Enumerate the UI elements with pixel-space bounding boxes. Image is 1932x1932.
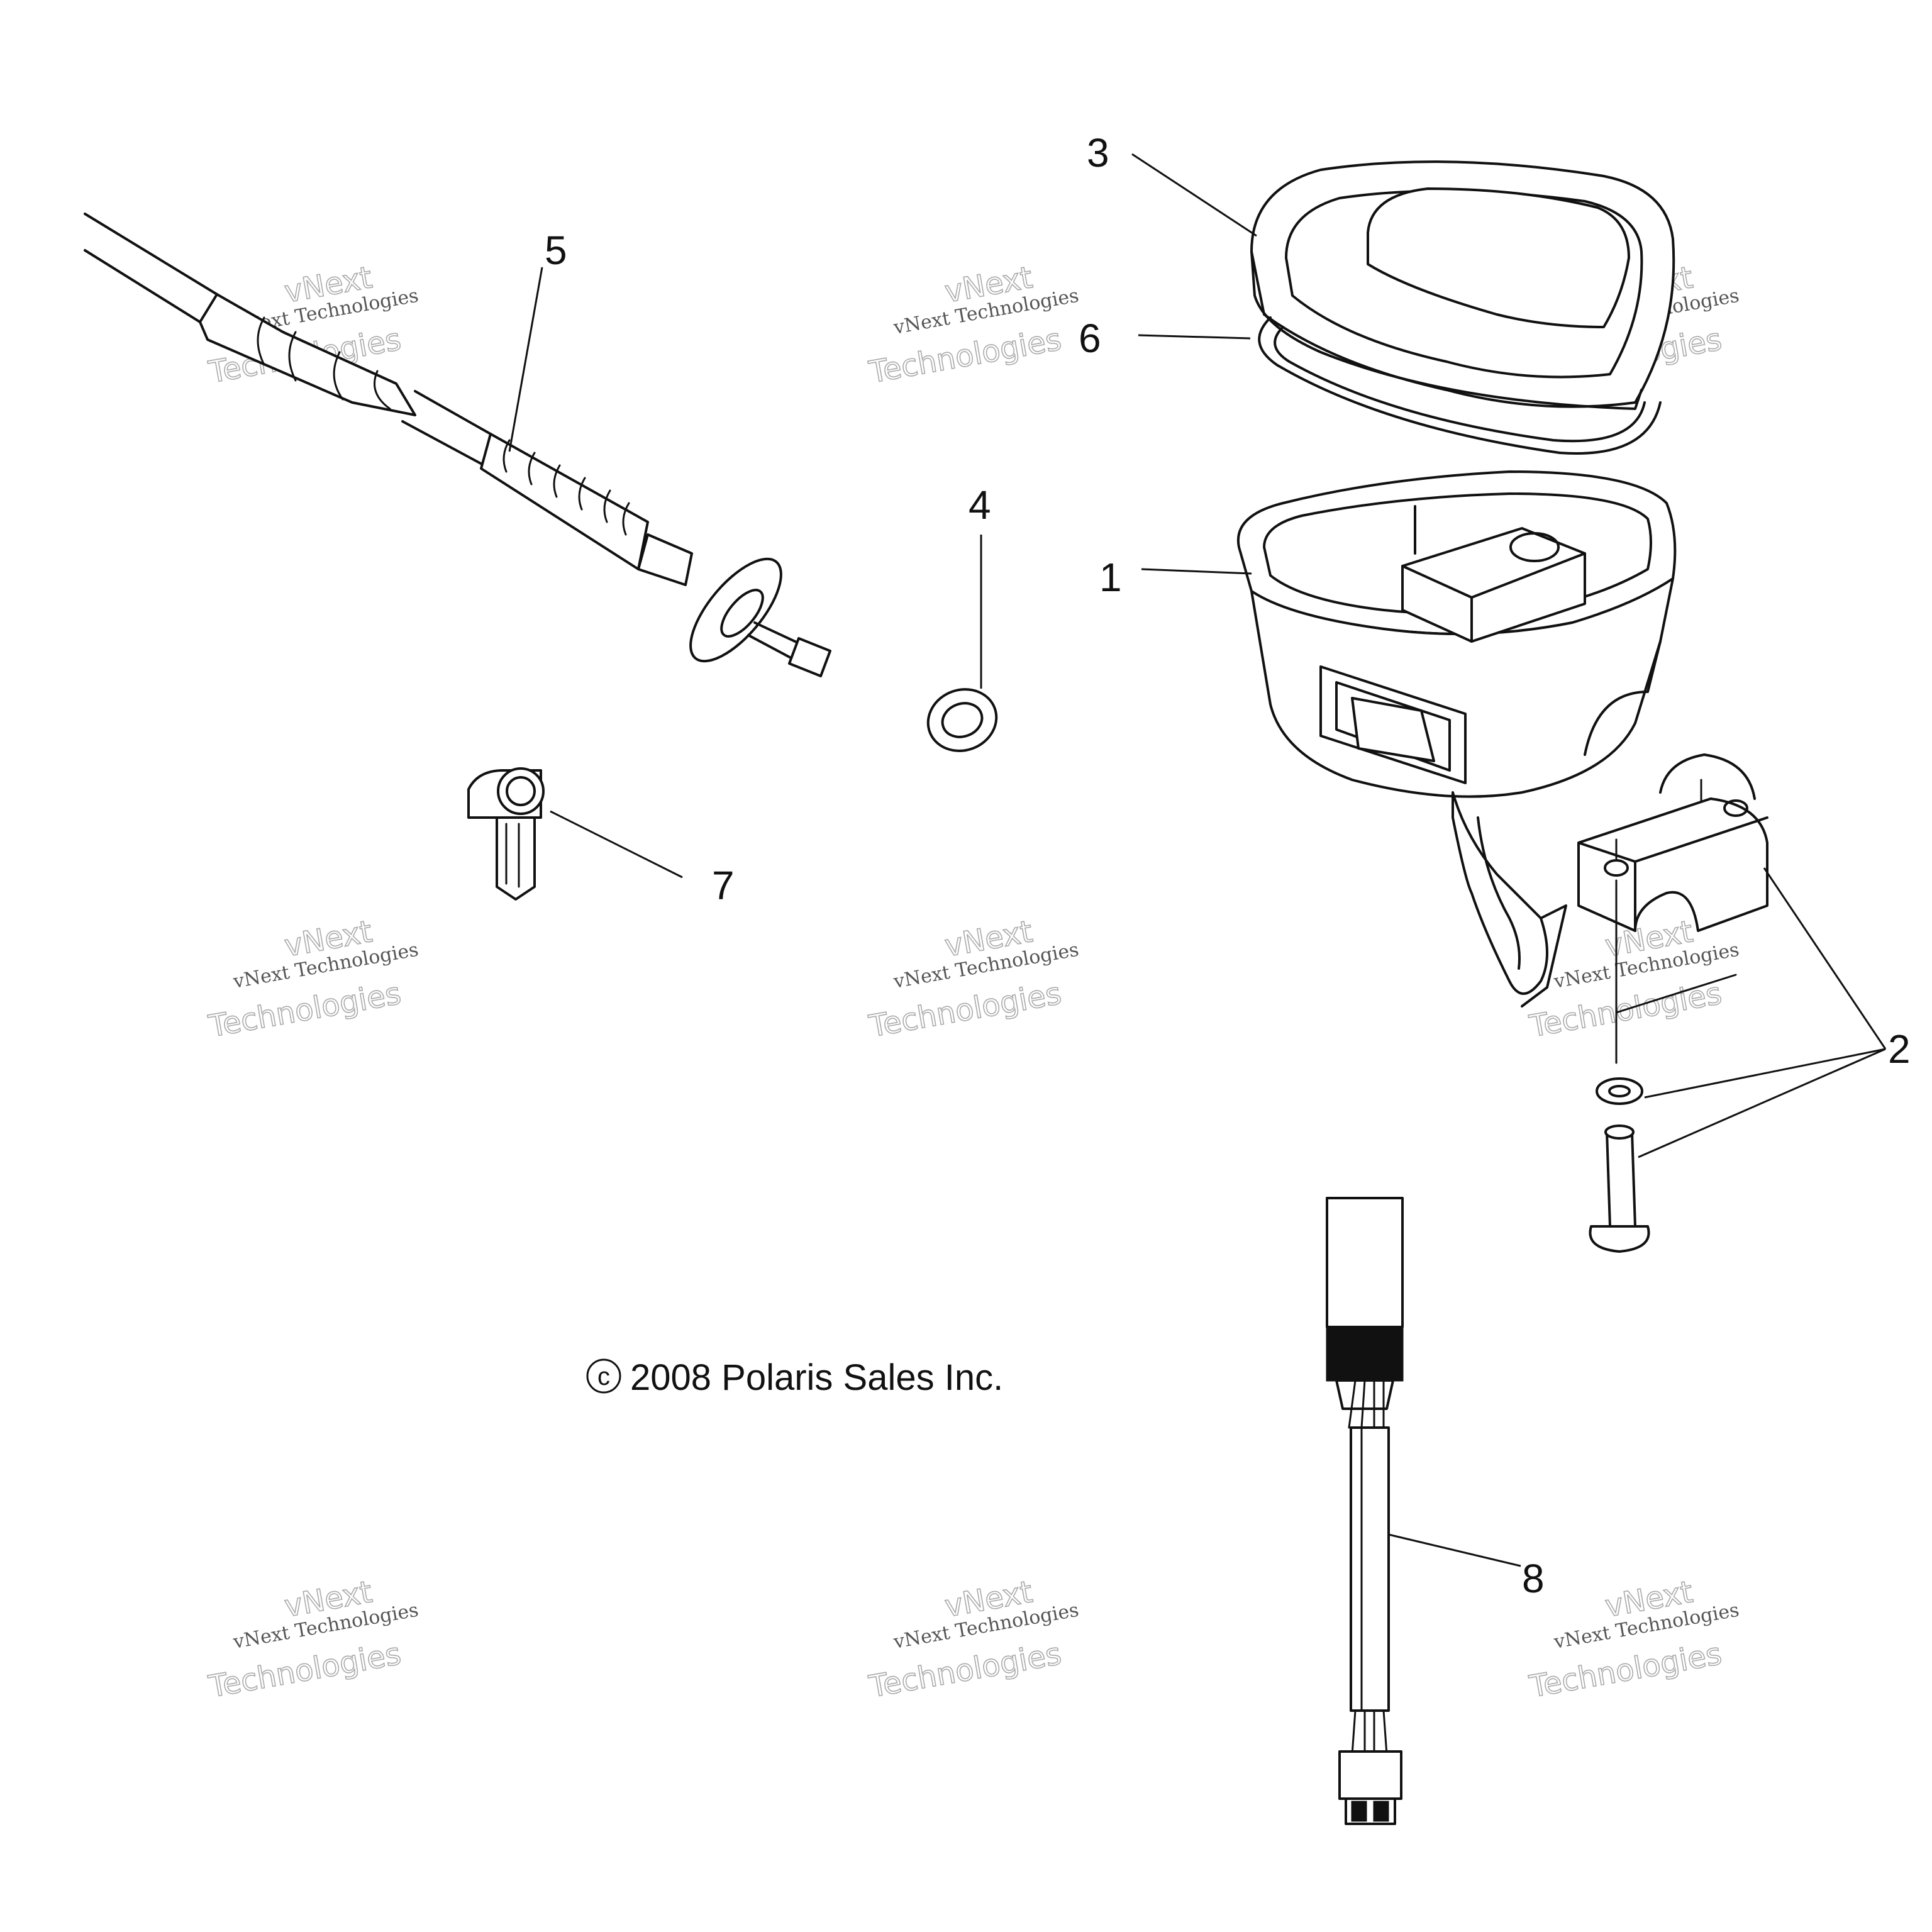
housing-gasket [1258, 316, 1662, 455]
ignition-key [467, 767, 545, 901]
copyright-symbol: c [597, 1363, 610, 1391]
watermark-bottom-right: vNext vNext Technologies Technologies [1526, 1574, 1741, 1705]
housing-cover [1250, 160, 1675, 410]
callout-7: 7 [712, 863, 735, 908]
throttle-cable [84, 213, 831, 677]
copyright-text: 2008 Polaris Sales Inc. [630, 1357, 1003, 1398]
callout-1: 1 [1099, 555, 1122, 600]
watermark-mid-left: vNext vNext Technologies Technologies [206, 913, 420, 1045]
wiring-harness [1326, 1197, 1404, 1825]
callout-3: 3 [1087, 130, 1109, 175]
throttle-housing [1236, 470, 1677, 1008]
callout-8: 8 [1522, 1556, 1545, 1601]
leader-lines [508, 153, 1887, 1567]
callout-4: 4 [969, 482, 991, 528]
clamp-hardware [1577, 753, 1768, 1253]
copyright-circle [586, 1358, 621, 1394]
watermark-bottom-center: vNext vNext Technologies Technologies [866, 1574, 1080, 1705]
callout-6: 6 [1079, 316, 1101, 361]
watermark-bottom-left: vNext vNext Technologies Technologies [206, 1574, 420, 1705]
watermark-mid-center: vNext vNext Technologies Technologies [866, 913, 1080, 1045]
o-ring [926, 688, 998, 752]
callout-5: 5 [545, 228, 567, 273]
watermark-top-center: vNext vNext Technologies Technologies [866, 259, 1080, 391]
callout-2: 2 [1888, 1026, 1911, 1072]
copyright-notice: c 2008 Polaris Sales Inc. [586, 1357, 1003, 1398]
